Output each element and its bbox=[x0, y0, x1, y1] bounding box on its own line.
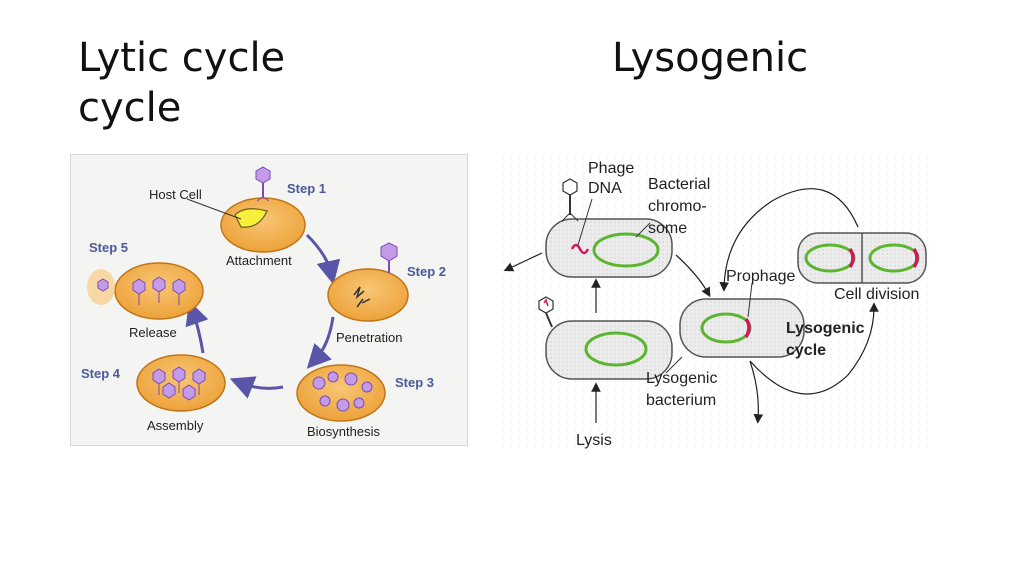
step4-label: Step 4 bbox=[81, 366, 121, 381]
release-label: Release bbox=[129, 325, 177, 340]
lysis-label: Lysis bbox=[576, 432, 612, 449]
phage-dna-strand bbox=[570, 243, 590, 255]
bacterium-label-2: bacterium bbox=[646, 392, 716, 409]
penetration-label: Penetration bbox=[336, 330, 403, 345]
phage-parts bbox=[312, 371, 373, 412]
host-cell-pointer bbox=[186, 198, 242, 220]
bacterial-label: Bacterial bbox=[648, 176, 710, 193]
arrow-out-left bbox=[503, 252, 543, 272]
released-phages bbox=[97, 276, 186, 305]
step3-label: Step 3 bbox=[395, 375, 434, 390]
lysogenic-cycle-label-2: cycle bbox=[786, 342, 826, 359]
biosynthesis-cell bbox=[296, 364, 386, 422]
cell-division-label: Cell division bbox=[834, 286, 919, 303]
attachment-label: Attachment bbox=[226, 253, 292, 268]
step1-label: Step 1 bbox=[287, 181, 326, 196]
phage-label: Phage bbox=[588, 160, 634, 177]
phage-icon bbox=[380, 242, 398, 273]
arrow-to-lysogenic bbox=[675, 254, 711, 298]
arrow-3-4 bbox=[229, 376, 284, 399]
penetration-cell bbox=[327, 268, 409, 322]
lytic-diagram-svg: Host Cell Step 1 Attachment Step 2 Penet… bbox=[81, 166, 446, 439]
arrow-2-3 bbox=[306, 316, 335, 369]
chromosome-pointer bbox=[635, 222, 651, 238]
attachment-cell bbox=[220, 197, 306, 253]
lysogenic-diagram-svg: Phage DNA Bacterial chromo- some Lysis P… bbox=[502, 157, 930, 453]
arrow-1-2 bbox=[305, 233, 341, 285]
dna-label: DNA bbox=[588, 180, 622, 197]
lytic-title-line1: Lytic cycle bbox=[78, 35, 286, 81]
some-label: some bbox=[648, 220, 687, 237]
bacterial-chromosome bbox=[584, 331, 648, 367]
bacterium-pointer bbox=[665, 356, 683, 374]
prophage-segment bbox=[744, 317, 751, 338]
arrow-4-5 bbox=[185, 300, 209, 354]
arrow-down-out bbox=[749, 360, 764, 424]
assembly-label: Assembly bbox=[147, 418, 204, 433]
arrow-bacterium-to-division bbox=[749, 302, 879, 395]
phage-icon bbox=[561, 178, 579, 222]
lysogenic-bacterium-cell bbox=[679, 298, 805, 358]
host-dna-blob bbox=[234, 208, 268, 228]
bacterial-chromosome bbox=[592, 232, 660, 268]
prophage-label: Prophage bbox=[726, 268, 795, 285]
lytic-cycle-diagram: Host Cell Step 1 Attachment Step 2 Penet… bbox=[70, 154, 468, 446]
lysogenic-cycle-label-1: Lysogenic bbox=[786, 320, 865, 337]
step2-label: Step 2 bbox=[407, 264, 446, 279]
prophage-segment bbox=[848, 248, 855, 268]
phage-dna-pointer bbox=[577, 198, 593, 246]
step5-label: Step 5 bbox=[89, 240, 128, 255]
phage-icon bbox=[255, 166, 271, 202]
assembly-cell bbox=[136, 354, 226, 412]
arrow-division-to-bacterium bbox=[719, 188, 859, 292]
bacterium-label-1: Lysogenic bbox=[646, 370, 717, 387]
host-cell-label: Host Cell bbox=[149, 187, 202, 202]
lysogenic-title: Lysogenic bbox=[612, 35, 809, 81]
dna-fragments bbox=[353, 286, 371, 308]
chromo-label: chromo- bbox=[648, 198, 707, 215]
prophage-segment bbox=[912, 248, 919, 268]
lytic-cell bbox=[545, 320, 673, 380]
phage-icon bbox=[538, 296, 554, 328]
assembled-phages bbox=[152, 366, 206, 401]
infected-cell bbox=[545, 218, 673, 278]
lysogenic-cycle-diagram: Phage DNA Bacterial chromo- some Lysis P… bbox=[502, 157, 930, 453]
prophage-pointer bbox=[747, 282, 753, 318]
biosynthesis-label: Biosynthesis bbox=[307, 424, 380, 439]
lytic-title-line2: cycle bbox=[78, 85, 182, 131]
